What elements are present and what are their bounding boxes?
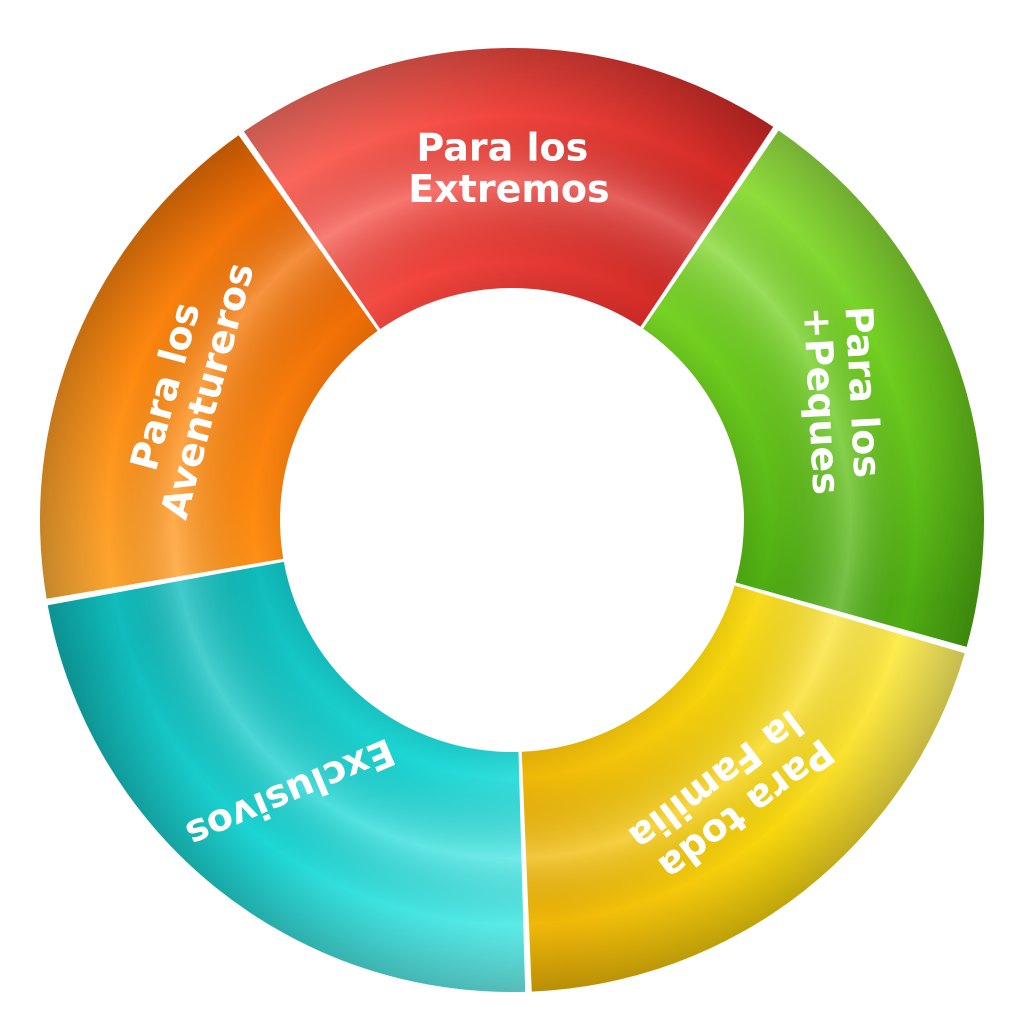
ring-segment-familia[interactable]: Para toda la Familia (521, 585, 965, 992)
ring-segment-exclusivos-shade (47, 561, 526, 992)
ring-segment-familia-shade (521, 585, 965, 992)
ring-segment-peques[interactable]: Para los +Peques (643, 130, 985, 647)
ring-segment-peques-shade (643, 130, 985, 647)
segment-label-peques-line1: Para los (837, 305, 890, 479)
ring-segment-exclusivos[interactable]: Exclusivos (47, 561, 526, 992)
segment-label-extremos: Para los Extremos (408, 125, 609, 211)
ring-segment-aventureros-shade (40, 135, 378, 599)
segment-label-extremos-line2: Extremos (408, 167, 609, 211)
ring-segment-aventureros[interactable]: Para los Aventureros (40, 135, 378, 599)
ring-segment-extremos[interactable]: Para los Extremos (243, 48, 774, 330)
segment-label-peques-line2: +Peques (795, 306, 849, 496)
ring-segment-extremos-shade (243, 48, 774, 330)
segment-label-extremos-line1: Para los (416, 125, 588, 169)
segment-label-peques: Para los +Peques (795, 303, 891, 495)
